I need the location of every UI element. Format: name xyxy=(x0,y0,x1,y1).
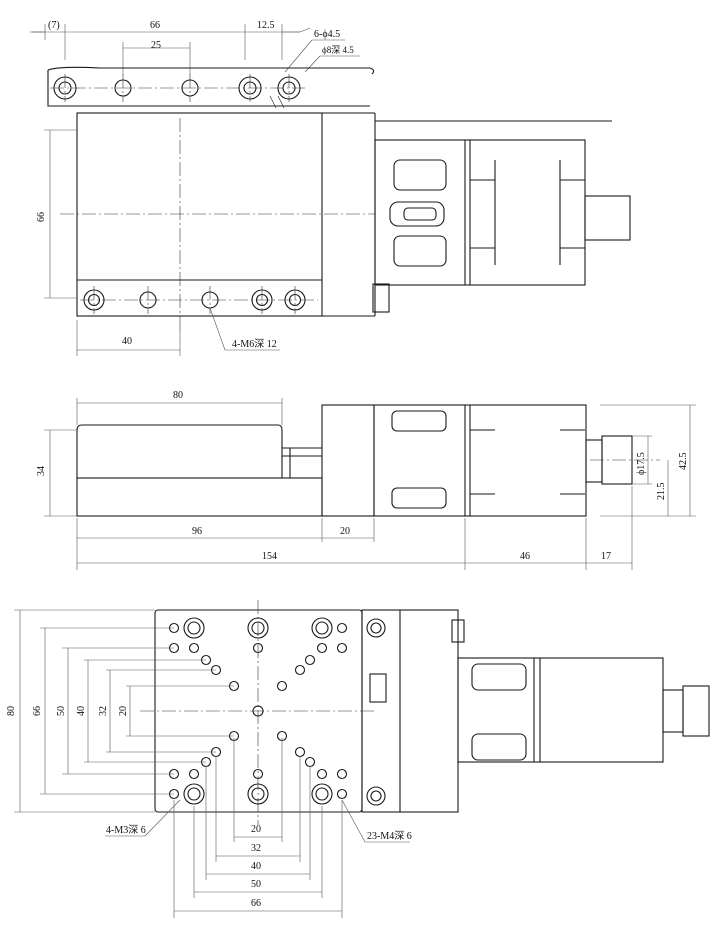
holes-callout: 6-ϕ4.5 ϕ8深 4.5 xyxy=(284,29,360,73)
dim-21-5: 21.5 xyxy=(656,483,667,501)
dim-12-5: 12.5 xyxy=(257,20,275,31)
bottom-housing xyxy=(361,609,710,813)
holes-spec-a: 6-ϕ4.5 xyxy=(314,29,340,40)
dim-80: 80 xyxy=(173,390,183,401)
dim-32-vert: 32 xyxy=(98,706,109,716)
side-dim-80: 80 xyxy=(76,390,283,425)
dim-154: 154 xyxy=(262,551,277,562)
holes-spec-b: ϕ8深 4.5 xyxy=(322,45,354,55)
dim-34: 34 xyxy=(36,466,47,476)
dim-96: 96 xyxy=(192,526,202,537)
bottom-callouts: 4-M3深 6 23-M4深 6 xyxy=(105,799,412,843)
side-view: 80 34 xyxy=(36,390,696,570)
dim-20-horiz: 20 xyxy=(251,824,261,835)
dim-dia-17-5: ϕ17.5 xyxy=(636,452,647,475)
top-view: (7) 66 12.5 25 6-ϕ4.5 ϕ8深 4.5 xyxy=(30,20,631,356)
dim-40: 40 xyxy=(122,336,132,347)
dim-40-vert: 40 xyxy=(76,706,87,716)
dim-7: (7) xyxy=(48,20,60,31)
dim-32-horiz: 32 xyxy=(251,843,261,854)
carriage-holes xyxy=(80,286,318,314)
m4-spec: 23-M4深 6 xyxy=(367,830,412,842)
top-strip-holes xyxy=(50,74,305,102)
top-motor-housing xyxy=(372,139,631,313)
dim-20: 20 xyxy=(340,526,350,537)
bottom-view: 80 66 50 40 32 20 xyxy=(6,600,710,918)
dim-50-vert: 50 xyxy=(56,706,67,716)
top-hole-strip xyxy=(47,66,375,109)
side-body xyxy=(76,404,660,517)
dim-40-horiz: 40 xyxy=(251,861,261,872)
m3-spec: 4-M3深 6 xyxy=(106,824,146,836)
dim-25: 25 xyxy=(151,40,161,51)
dim-66: 66 xyxy=(150,20,160,31)
top-carriage xyxy=(60,112,612,330)
dim-66-vertical: 66 xyxy=(36,212,47,222)
side-dims: 34 96 20 154 46 17 42.5 21.5 xyxy=(36,404,696,570)
top-dimension-chain: (7) 66 12.5 25 xyxy=(30,20,311,75)
plate-holes xyxy=(168,617,348,805)
dim-80-vert: 80 xyxy=(6,706,17,716)
tap-spec: 4-M6深 12 xyxy=(232,338,277,350)
dim-50-horiz: 50 xyxy=(251,879,261,890)
dim-17: 17 xyxy=(601,551,611,562)
dim-46: 46 xyxy=(520,551,530,562)
bottom-vertical-dims: 80 66 50 40 32 20 xyxy=(6,609,234,813)
top-view-dims: 66 40 4-M6深 12 xyxy=(36,129,280,356)
dim-66-vert: 66 xyxy=(32,706,43,716)
dim-66-horiz: 66 xyxy=(251,898,261,909)
bottom-horizontal-dims: 20 32 40 50 66 xyxy=(173,738,343,918)
dim-20-vert: 20 xyxy=(118,706,129,716)
dim-42-5: 42.5 xyxy=(678,453,689,471)
